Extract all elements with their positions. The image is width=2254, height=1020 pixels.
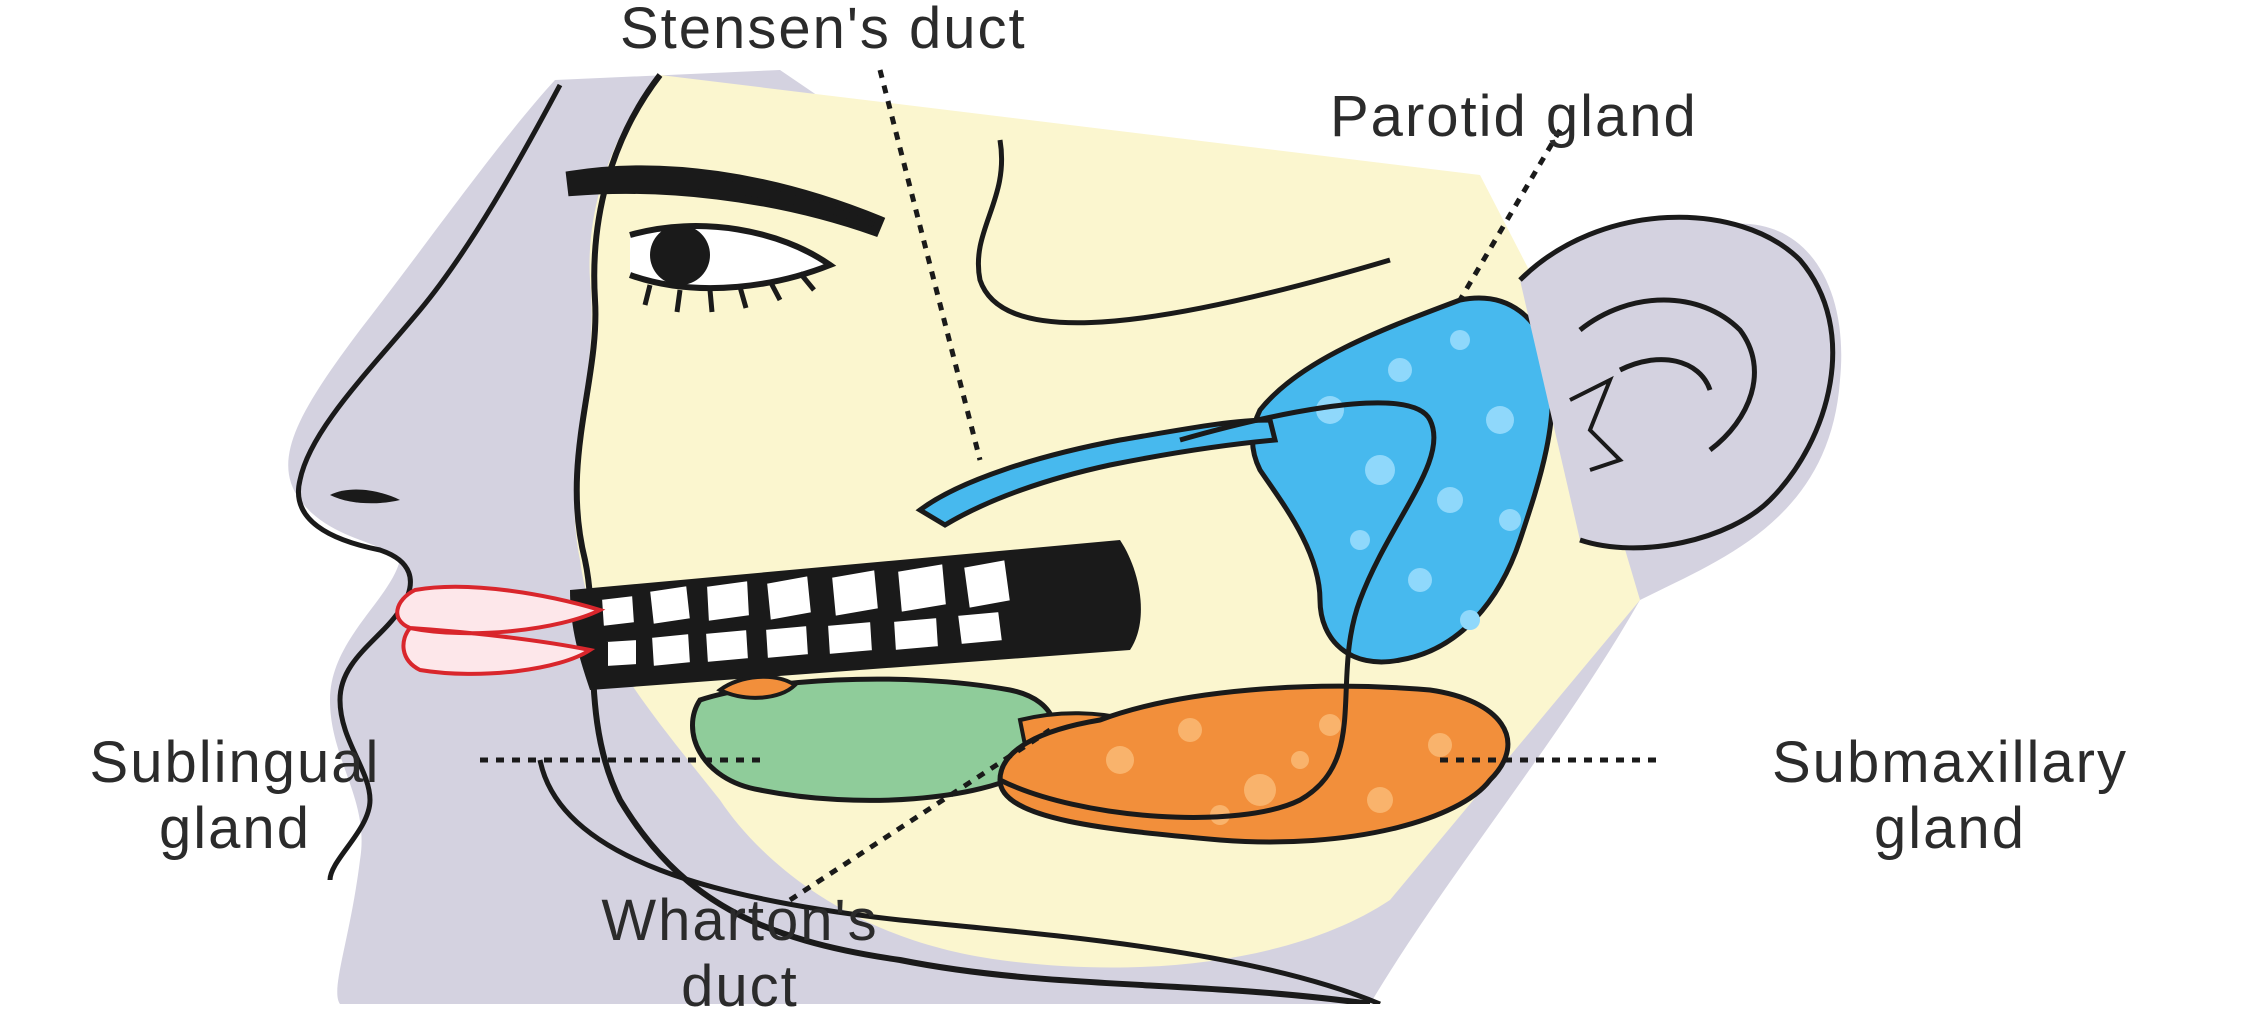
label-whartons-line2: duct [470,954,1010,1020]
label-stensens-duct: Stensen's duct [620,0,1027,58]
label-sublingual-line1: Sublingual [0,730,470,796]
label-sublingual-gland: Sublingual gland [0,730,470,862]
label-sublingual-line2: gland [0,796,470,862]
label-submaxillary-gland: Submaxillary gland [1670,730,2230,862]
label-submaxillary-line2: gland [1670,796,2230,862]
label-whartons-line1: Wharton's [470,888,1010,954]
label-whartons-duct: Wharton's duct [470,888,1010,1020]
label-submaxillary-line1: Submaxillary [1670,730,2230,796]
label-parotid-gland: Parotid gland [1330,88,1698,146]
